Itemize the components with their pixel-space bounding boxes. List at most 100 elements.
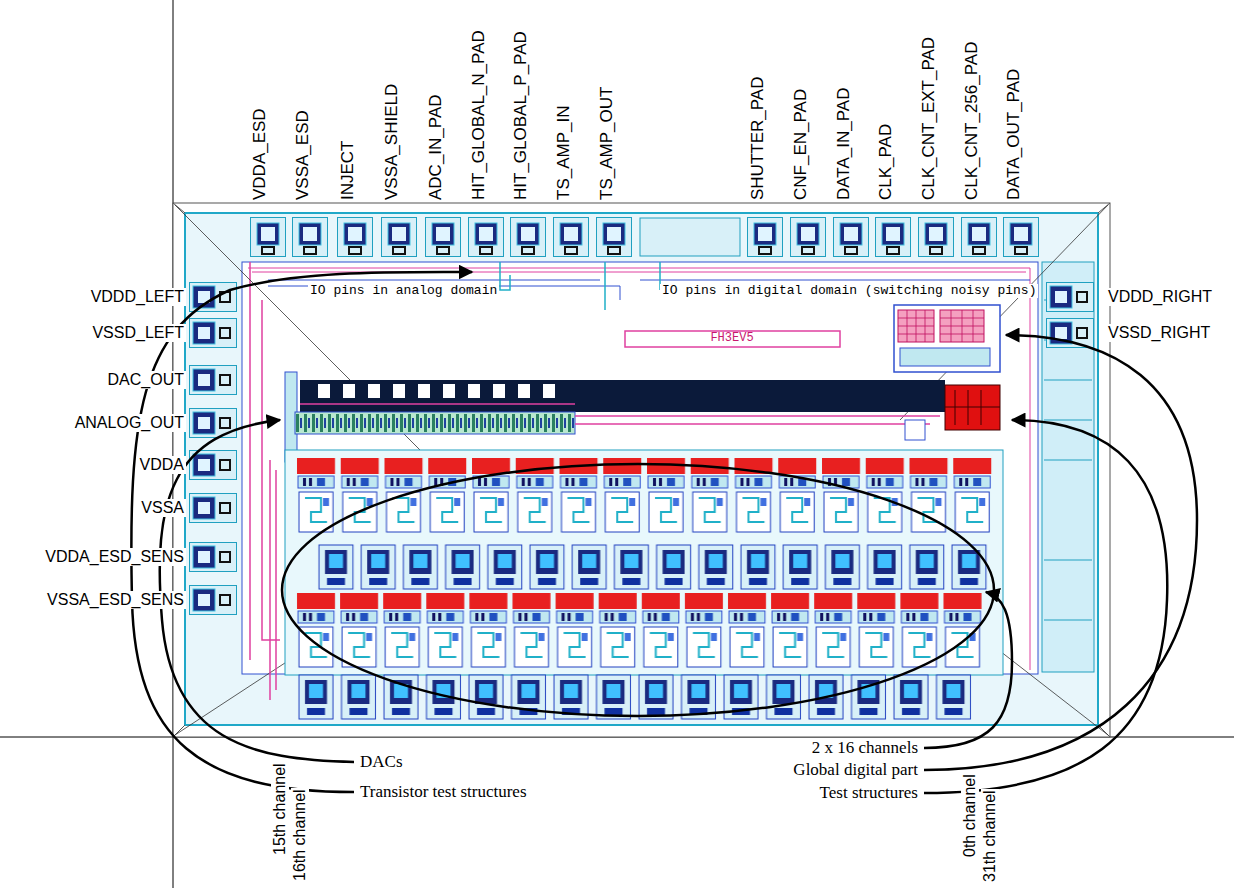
test-structure-grid: [945, 390, 1000, 425]
metal-route: [270, 460, 276, 700]
callout-label: Global digital part: [791, 761, 920, 780]
dac-notch: [518, 384, 530, 398]
bond-pad: [919, 218, 954, 257]
pin-name: VSSA_SHIELD: [383, 83, 402, 201]
channel-marker: 15th channel: [271, 762, 289, 856]
pin-name: VSSA_ESD_SENS: [45, 591, 186, 609]
leader-arrow: [924, 335, 1197, 770]
pin-name: DATA_IN_PAD: [835, 87, 854, 201]
dac-notch: [493, 384, 505, 398]
bond-pad: [251, 218, 286, 257]
pin-name: DATA_OUT_PAD: [1005, 68, 1024, 201]
channel-row: [295, 458, 995, 540]
logic-cells: [898, 310, 934, 342]
dac-block: [300, 380, 945, 412]
pin-name: VSSD_RIGHT: [1106, 324, 1212, 342]
bond-pad: [1047, 319, 1094, 348]
pin-name: SHUTTER_PAD: [749, 76, 768, 201]
channel-pad-row: [295, 673, 975, 721]
bond-pad: [382, 218, 417, 257]
analog-periphery: [285, 331, 1000, 462]
logic-grid: [898, 310, 934, 342]
pin-name: VSSA_ESD: [294, 109, 313, 201]
channels-outline: [282, 464, 994, 716]
leader-arrow: [924, 420, 1167, 793]
callout-label: Transistor test structures: [358, 783, 529, 802]
die-outline: [173, 203, 1110, 737]
pin-name: CLK_CNT_EXT_PAD: [920, 36, 939, 201]
dac-notch: [318, 384, 330, 398]
bond-pad: [293, 218, 328, 257]
pin-name: VDDD_RIGHT: [1106, 288, 1214, 306]
pad-ring: [185, 213, 1098, 725]
bond-pad: [190, 494, 237, 523]
chip-frame: [173, 203, 1110, 737]
pin-name: VDDA_ESD: [251, 107, 270, 201]
bond-pad: [190, 451, 237, 480]
pin-name: VDDA: [138, 456, 186, 474]
callout-label: 2 x 16 channels: [810, 739, 920, 758]
bond-pad: [190, 586, 237, 615]
dac-notch: [418, 384, 430, 398]
pin-name: HIT_GLOBAL_P_PAD: [512, 30, 531, 201]
leader-arrow: [160, 420, 354, 762]
callout-label: Test structures: [818, 784, 920, 803]
channel-marker: 0th channel: [961, 773, 979, 858]
dac-notch: [368, 384, 380, 398]
bond-pad: [962, 218, 997, 257]
empty-pad-slot: [640, 218, 740, 256]
pin-name: TS_AMP_IN: [555, 105, 574, 201]
channel-pad-row: [315, 543, 990, 591]
bond-pad: [426, 218, 461, 257]
bond-pad: [1004, 218, 1039, 257]
logic-row: [900, 348, 990, 366]
test-structure-block: [945, 385, 1000, 430]
bond-pad: [338, 218, 373, 257]
leader-arrow: [131, 272, 472, 792]
bond-pad: [597, 218, 632, 257]
dac-notch: [468, 384, 480, 398]
metal-route: [248, 268, 1030, 670]
metal-route: [500, 262, 660, 310]
global-digital: [894, 305, 1000, 372]
channel-marker: 16th channel: [291, 788, 309, 882]
pin-name: TS_AMP_OUT: [598, 86, 617, 201]
left-pads: [190, 283, 237, 615]
dac-notch: [343, 384, 355, 398]
bond-pad: [748, 218, 783, 257]
pin-name: HIT_GLOBAL_N_PAD: [470, 29, 489, 201]
logic-grid: [940, 310, 984, 342]
corner-bevel: [173, 203, 1110, 737]
bond-pad: [190, 283, 237, 312]
pin-name: CLK_PAD: [877, 123, 896, 201]
bond-pad: [791, 218, 826, 257]
dac-notch: [443, 384, 455, 398]
channel-area: [285, 450, 1003, 675]
bond-pad: [469, 218, 504, 257]
leader-arrow: [924, 592, 1012, 748]
transistor-array: [295, 412, 575, 434]
domain-note: IO pins in digital domain (switching noi…: [660, 284, 1038, 298]
guide-line: [175, 205, 1108, 735]
pin-name: ADC_IN_PAD: [427, 94, 446, 202]
callout-label: DACs: [358, 753, 405, 772]
logic-cells: [940, 310, 984, 342]
pin-name: VSSA: [139, 499, 186, 517]
bond-pad: [876, 218, 911, 257]
bond-pad: [834, 218, 869, 257]
pin-name: CLK_CNT_256_PAD: [963, 41, 982, 201]
dac-notch: [393, 384, 405, 398]
chip-name-frame: [625, 331, 840, 347]
pin-name: VDDA_ESD_SENS: [43, 548, 186, 566]
test-structure-cell: [905, 420, 925, 440]
channel-row: [295, 593, 985, 671]
top-pads: [251, 218, 1039, 257]
pin-name: VSSD_LEFT: [90, 324, 186, 342]
dac-notch: [543, 384, 555, 398]
channels: [270, 450, 1003, 721]
channel-marker: 31th channel: [981, 789, 999, 883]
pin-name: ANALOG_OUT: [73, 414, 186, 432]
